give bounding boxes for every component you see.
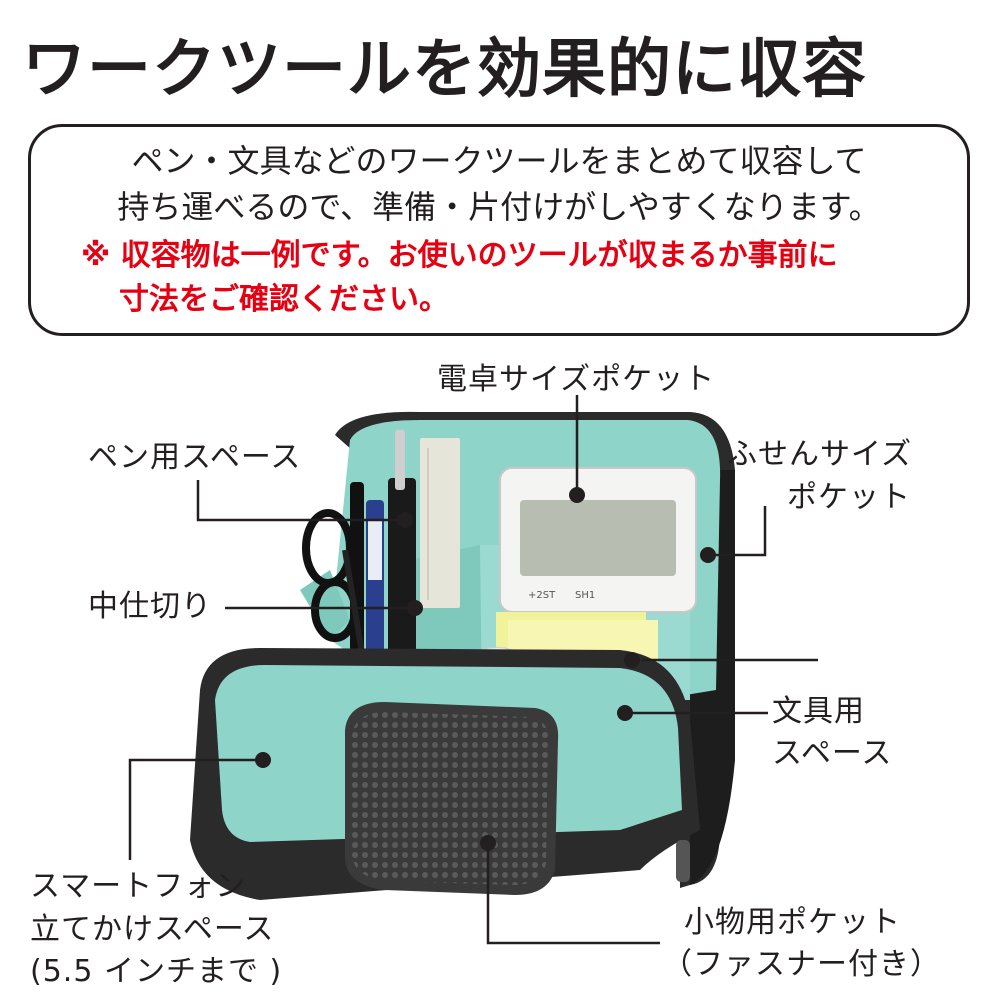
callout-stationery-space-2: スペース <box>772 736 893 771</box>
callout-divider: 中仕切り <box>88 589 212 624</box>
calculator-icon: +2ST SH1 <box>499 467 697 613</box>
callout-dots <box>255 487 716 851</box>
callout-sticky-pocket-1: ふせんサイズ <box>727 437 913 472</box>
callout-small-pocket-2: （ファスナー付き） <box>662 947 941 982</box>
callout-phone-stand-2: 立てかけスペース <box>30 912 275 947</box>
callout-sticky-pocket-2: ポケット <box>787 480 911 515</box>
info-box: ペン・文具などのワークツールをまとめて収容して 持ち運べるので、準備・片付けがし… <box>28 124 970 336</box>
mesh-pocket-icon <box>345 702 559 895</box>
calculator-key-1: +2ST <box>528 590 556 601</box>
info-line-1: ペン・文具などのワークツールをまとめて収容して <box>131 142 867 180</box>
note-line-1: ※ 収容物は一例です。お使いのツールが収まるか事前に <box>81 238 838 273</box>
callout-lines <box>128 395 818 945</box>
calculator-key-2: SH1 <box>575 590 595 601</box>
callout-phone-stand-3: (5.5 インチまで ) <box>30 954 283 989</box>
callout-stationery-space-1: 文具用 <box>772 694 865 729</box>
callout-calculator-pocket: 電卓サイズポケット <box>437 362 716 397</box>
page-title: ワークツールを効果的に収容 <box>22 33 867 107</box>
pens-group <box>350 430 460 670</box>
callout-pen-space: ペン用スペース <box>88 440 302 475</box>
info-line-2: 持ち運べるので、準備・片付けがしやすくなります。 <box>117 188 881 226</box>
callout-small-pocket-1: 小物用ポケット <box>684 905 901 940</box>
zipper-pull-icon <box>676 840 690 882</box>
note-line-2: 寸法をご確認ください。 <box>119 282 449 317</box>
callout-phone-stand-1: スマートフォン <box>30 869 247 904</box>
